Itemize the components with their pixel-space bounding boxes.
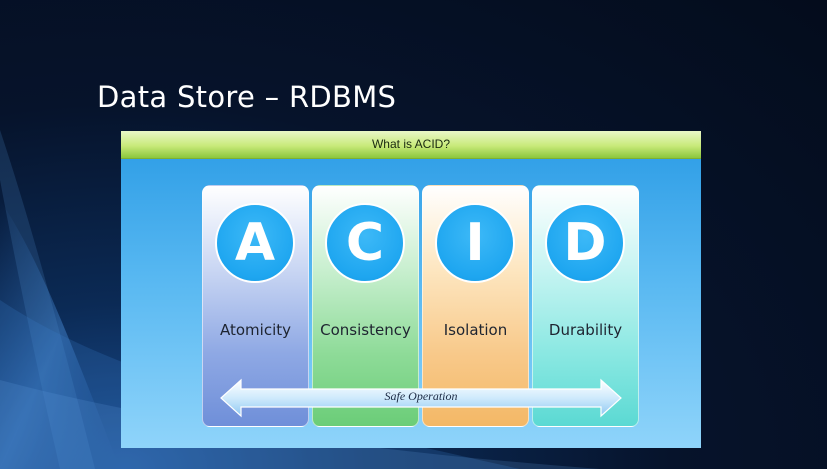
letter-c-badge: C (325, 203, 405, 283)
card-consistency: C Consistency (312, 185, 419, 427)
letter-d-badge: D (545, 203, 625, 283)
acid-panel: What is ACID? A Atomicity C Consistency … (121, 131, 701, 448)
arrow-label: Safe Operation (384, 389, 458, 403)
letter-a-badge: A (215, 203, 295, 283)
card-isolation: I Isolation (422, 185, 529, 427)
card-atomicity: A Atomicity (202, 185, 309, 427)
card-label-durability: Durability (548, 321, 623, 339)
panel-header: What is ACID? (121, 131, 701, 159)
card-durability: D Durability (532, 185, 639, 427)
card-label-consistency: Consistency (320, 321, 411, 339)
slide-title: Data Store – RDBMS (97, 80, 397, 114)
letter-i-badge: I (435, 203, 515, 283)
card-label-atomicity: Atomicity (219, 321, 291, 339)
double-arrow-icon (220, 378, 622, 418)
card-label-isolation: Isolation (443, 321, 508, 339)
